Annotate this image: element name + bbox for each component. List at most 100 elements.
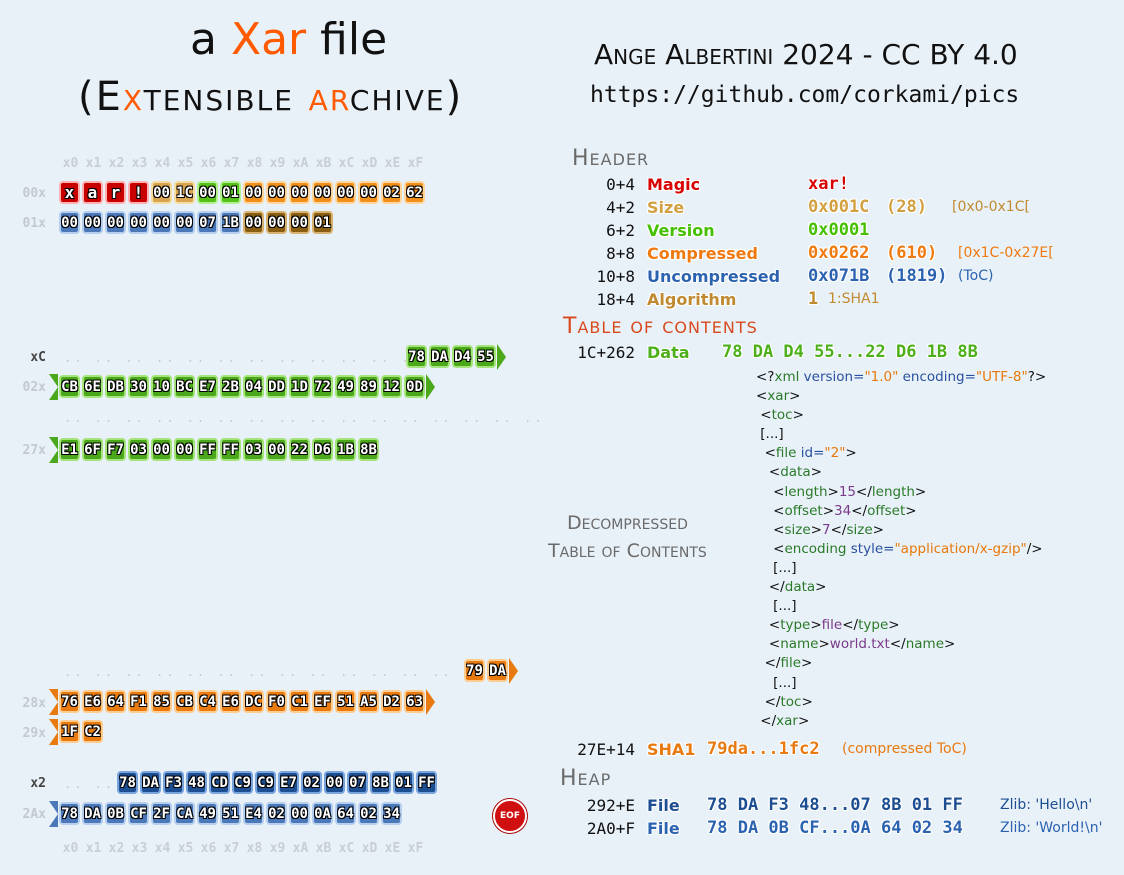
hex-byte: 00 [151,211,172,234]
hex-byte: FF [416,771,437,794]
hex-byte: EF [312,690,333,713]
hex-byte: F3 [163,771,184,794]
hex-byte: 00 [266,211,287,234]
eof-stop-icon: EOF [493,799,527,833]
xml-line: <length>15</length> [773,483,927,500]
hex-byte: DC [243,690,264,713]
row-continue-arrow [426,689,435,715]
field-value-decimal: (610) [886,243,938,263]
hex-byte: CD [209,771,230,794]
xml-line: <offset>34</offset> [773,502,917,519]
xml-line: <type>file</type> [768,617,900,634]
hex-byte: 0D [404,375,425,398]
xml-line: [...] [756,559,797,576]
decompressed-label-line2: TABLE OF CONTENTS [548,540,707,562]
row-label: 00x [22,186,46,201]
xml-line: <size>7</size> [773,521,884,538]
hex-byte: ! [128,181,149,204]
page-title: a Xar file [190,14,387,65]
field-offset: 8+8 [606,244,635,263]
hex-byte: DA [82,802,103,825]
hex-byte: 00 [197,181,218,204]
hex-byte: 49 [335,375,356,398]
row-label: xC [30,350,46,365]
hex-byte: C1 [289,690,310,713]
hex-byte: FF [220,438,241,461]
hex-byte: E7 [197,375,218,398]
xml-line: <data> [768,464,822,481]
hex-byte: 00 [289,181,310,204]
field-offset: 4+2 [606,198,635,217]
hex-row-01: 00 00 00 00 00 00 07 1B 00 00 00 01 [58,211,334,238]
hex-byte: 51 [335,690,356,713]
field-name: Magic [647,175,701,194]
hex-byte: 00 [243,181,264,204]
page-subtitle: (EXTENSIBLE ARCHIVE) [78,74,464,120]
hex-byte: 00 [128,211,149,234]
hex-byte: 2F [151,802,172,825]
hex-byte: 00 [289,802,310,825]
field-value-decimal: (28) [886,197,927,217]
header-section-title: HEADER [572,146,650,171]
hex-byte: 49 [197,802,218,825]
hex-byte: 00 [174,211,195,234]
field-offset: 0+4 [606,175,635,194]
hex-byte: DB [105,375,126,398]
xml-line: <encoding style="application/x-gzip"/> [773,540,1043,557]
hex-byte: 34 [381,802,402,825]
hex-byte: 1B [335,438,356,461]
xml-line: [...] [756,674,797,691]
hex-byte: 76 [59,690,80,713]
source-url[interactable]: https://github.com/corkami/pics [590,82,1020,108]
hex-row-00: x a r ! 00 1C 00 01 00 00 00 00 00 00 02… [58,181,426,208]
sha1-value: 79da...1fc2 [707,739,820,759]
hex-byte: 79 [464,659,485,682]
hex-byte: 51 [220,802,241,825]
heap-section-title: HEAP [560,766,612,791]
hex-byte: 22 [289,438,310,461]
row-label: 2Ax [22,807,46,822]
field-note: 1:SHA1 [828,291,880,307]
hex-byte: 00 [151,181,172,204]
field-note: (ToC) [958,268,994,284]
author-credit: ANGE ALBERTINI 2024 - CC BY 4.0 [594,38,1018,71]
hex-byte: 00 [174,438,195,461]
decompressed-toc-label: DECOMPRESSED TABLE OF CONTENTS [548,510,707,566]
hex-byte: DA [429,345,450,368]
hex-byte: 01 [393,771,414,794]
hex-byte: 00 [266,181,287,204]
title-accent: Xar [230,14,307,65]
hex-byte: 00 [105,211,126,234]
hex-byte: 62 [404,181,425,204]
hex-byte: 2B [220,375,241,398]
xml-line: </xar> [760,712,810,729]
hex-byte: D2 [381,690,402,713]
hex-byte: C4 [197,690,218,713]
hex-byte: 0B [105,802,126,825]
hex-byte: 00 [335,181,356,204]
field-name: Uncompressed [647,267,781,286]
hex-byte: 02 [301,771,322,794]
hex-byte: r [105,181,126,204]
hex-row-2A: 78 DA 0B CF 2F CA 49 51 E4 02 00 0A 64 0… [49,801,403,829]
row-label: 27x [22,443,46,458]
xml-line: [...] [756,426,784,443]
heap-file-name: File [647,796,680,815]
xml-line: </file> [764,655,813,672]
hex-byte: 0A [312,802,333,825]
hex-row-28: 76 E6 64 F1 85 CB C4 E6 DC F0 C1 EF 51 A… [49,689,435,717]
row-continue-tail [49,437,58,463]
hex-byte: 12 [381,375,402,398]
hex-byte: a [82,181,103,204]
hex-byte: C9 [255,771,276,794]
field-name: Compressed [647,244,758,263]
hex-byte: F0 [266,690,287,713]
row-label: 28x [22,696,46,711]
heap-file-offset: 2A0+F [586,819,635,838]
field-name: Algorithm [647,290,737,309]
hex-byte: 85 [151,690,172,713]
hex-byte: 64 [335,802,356,825]
xml-line: <file id="2"> [764,445,857,462]
field-name: Size [647,198,685,217]
